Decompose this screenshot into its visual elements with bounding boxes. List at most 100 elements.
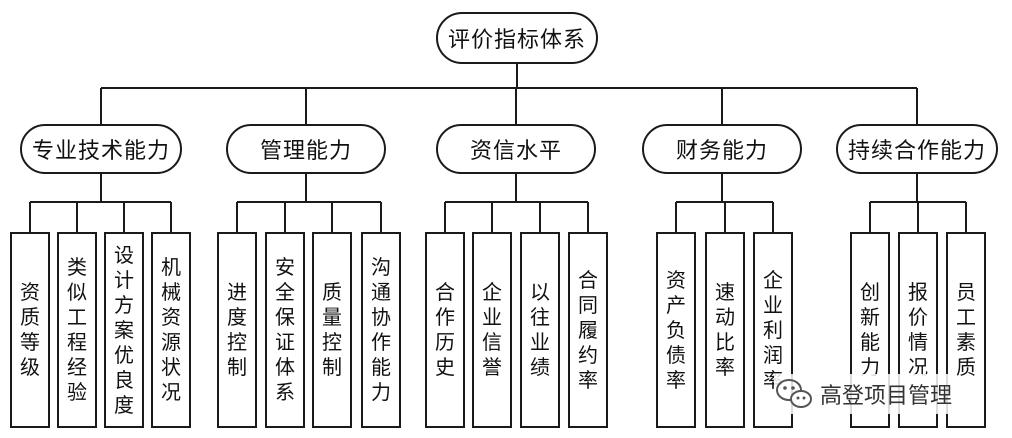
leaf-char: 产	[666, 292, 686, 317]
leaf-char: 验	[67, 380, 87, 404]
leaf-char: 制	[227, 355, 247, 379]
leaf-node: 速动比率	[705, 232, 745, 428]
category-node: 专业技术能力	[20, 124, 182, 174]
leaf-char: 力	[860, 355, 880, 379]
leaf-char: 全	[275, 280, 295, 304]
leaf-char: 绩	[530, 355, 550, 379]
leaf-char: 率	[666, 367, 686, 392]
leaf-label: 创新能力	[860, 280, 880, 380]
leaf-char: 合	[435, 280, 455, 304]
watermark: 高登项目管理	[774, 374, 957, 414]
leaf-char: 质	[322, 280, 342, 304]
leaf-char: 业	[763, 292, 783, 317]
category-node: 资信水平	[436, 124, 596, 174]
leaf-char: 负	[666, 317, 686, 342]
leaf-char: 作	[371, 330, 391, 354]
leaf-node: 类似工程经验	[57, 232, 97, 428]
leaf-label: 员工素质	[956, 280, 976, 380]
leaf-char: 沟	[371, 255, 391, 279]
leaf-char: 企	[763, 267, 783, 292]
leaf-char: 质	[20, 305, 40, 329]
leaf-char: 同	[578, 292, 598, 317]
leaf-char: 信	[482, 330, 502, 354]
wechat-icon	[776, 379, 812, 408]
leaf-char: 制	[322, 355, 342, 379]
leaf-char: 保	[275, 305, 295, 329]
leaf-label: 质量控制	[322, 280, 342, 380]
leaf-node: 企业信誉	[472, 232, 512, 428]
leaf-node: 安全保证体系	[265, 232, 305, 428]
category-label: 持续合作能力	[847, 139, 986, 164]
leaf-node: 合作历史	[425, 232, 465, 428]
leaf-char: 计	[114, 267, 134, 292]
leaf-char: 资	[20, 280, 40, 304]
leaf-char: 证	[275, 330, 295, 354]
leaf-node: 资质等级	[10, 232, 50, 428]
leaf-char: 创	[860, 280, 880, 304]
leaf-label: 报价情况	[908, 280, 928, 380]
leaf-char: 速	[715, 280, 735, 304]
leaf-char: 程	[67, 330, 87, 354]
leaf-char: 率	[715, 355, 735, 379]
category-label: 专业技术能力	[31, 139, 170, 164]
category-label: 财务能力	[675, 139, 768, 164]
leaf-char: 润	[763, 342, 783, 367]
leaf-char: 源	[161, 330, 181, 354]
leaf-node: 沟通协作能力	[361, 232, 401, 428]
leaf-char: 工	[67, 305, 87, 329]
leaf-char: 质	[956, 355, 976, 379]
leaf-label: 安全保证体系	[275, 255, 295, 405]
leaf-char: 通	[371, 280, 391, 304]
leaf-label: 速动比率	[715, 280, 735, 380]
leaf-char: 进	[227, 280, 247, 304]
leaf-char: 往	[530, 305, 550, 329]
leaf-node: 机械资源状况	[151, 232, 191, 428]
leaf-char: 方	[114, 292, 134, 317]
leaf-char: 能	[860, 330, 880, 354]
leaf-char: 报	[908, 280, 928, 304]
root-label: 评价指标体系	[447, 28, 586, 53]
leaf-label: 资产负债率	[666, 268, 686, 393]
leaf-char: 工	[956, 305, 976, 329]
leaf-char: 履	[578, 317, 598, 342]
leaf-char: 级	[20, 355, 40, 379]
leaf-char: 以	[530, 280, 550, 304]
leaf-char: 度	[227, 305, 247, 329]
leaf-char: 比	[715, 330, 735, 354]
leaf-char: 合	[578, 267, 598, 292]
category-label: 管理能力	[259, 139, 352, 164]
leaf-node: 进度控制	[217, 232, 257, 428]
leaf-char: 作	[435, 305, 455, 329]
leaf-char: 控	[227, 330, 247, 354]
leaf-char: 案	[114, 317, 134, 342]
leaf-label: 沟通协作能力	[371, 255, 391, 405]
leaf-char: 度	[114, 392, 134, 417]
leaf-char: 利	[763, 317, 783, 342]
leaf-char: 新	[860, 305, 880, 329]
leaf-char: 械	[161, 280, 181, 304]
leaf-label: 资质等级	[20, 280, 40, 380]
leaf-char: 率	[578, 367, 598, 392]
leaf-node: 合同履约率	[568, 232, 608, 428]
root-node: 评价指标体系	[436, 12, 598, 64]
leaf-label: 企业信誉	[482, 280, 502, 380]
leaf-char: 优	[114, 342, 134, 367]
leaf-char: 约	[578, 342, 598, 367]
leaf-char: 债	[666, 342, 686, 367]
leaf-char: 企	[482, 280, 502, 304]
category-node: 持续合作能力	[836, 124, 998, 174]
leaf-char: 机	[161, 255, 181, 279]
leaf-label: 合作历史	[435, 280, 455, 380]
watermark-text: 高登项目管理	[820, 384, 953, 409]
leaf-node: 设计方案优良度	[104, 232, 144, 428]
leaf-char: 历	[435, 330, 455, 354]
leaf-node: 质量控制	[312, 232, 352, 428]
leaf-char: 情	[908, 330, 928, 354]
leaf-char: 设	[114, 242, 134, 267]
leaf-char: 价	[908, 305, 928, 329]
leaf-char: 量	[322, 305, 342, 329]
category-node: 财务能力	[642, 124, 802, 174]
leaf-char: 况	[908, 355, 928, 379]
leaf-char: 体	[275, 355, 295, 379]
